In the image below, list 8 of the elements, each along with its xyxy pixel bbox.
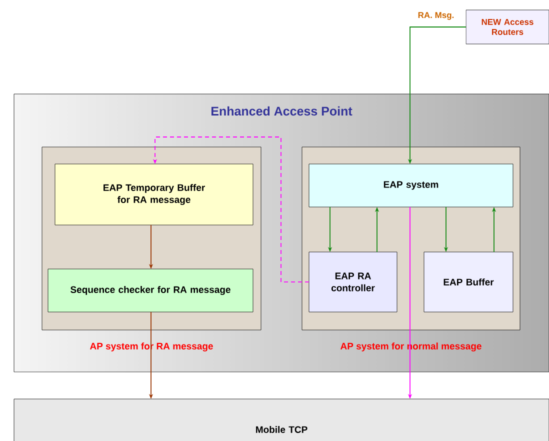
controller-box: EAP RA controller <box>308 252 398 312</box>
buffer-box: EAP Temporary Buffer for RA message <box>54 164 254 226</box>
protocol-box: Mobile TCP <box>14 398 549 441</box>
edge-label: RA. Msg. <box>416 11 456 21</box>
buffer-box: EAP Buffer <box>424 252 514 312</box>
system-box: EAP system <box>308 164 514 208</box>
router-box: NEW Access Routers <box>466 10 549 44</box>
checker-box: Sequence checker for RA message <box>48 268 254 312</box>
